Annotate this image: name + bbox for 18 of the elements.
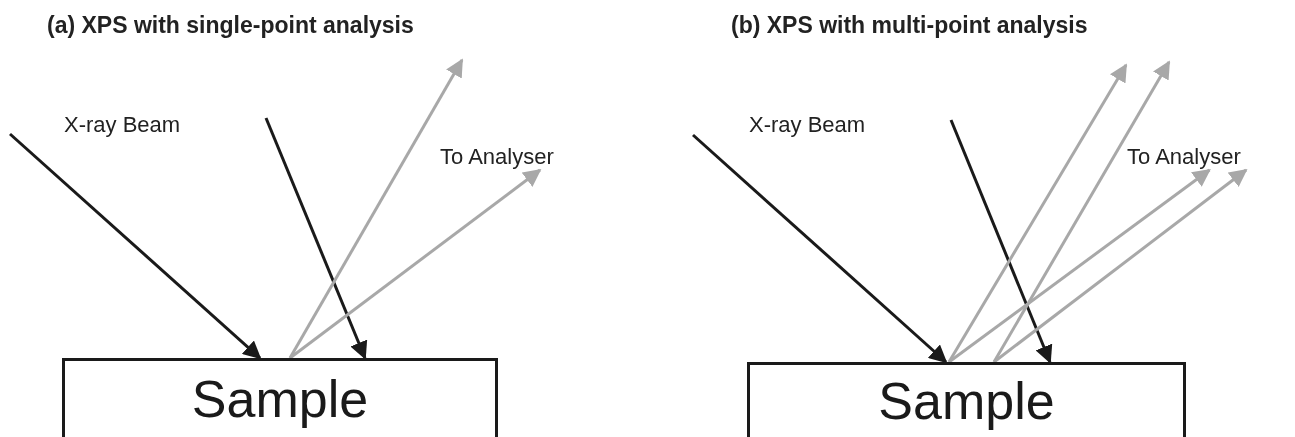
x-ray-beam-arrow	[949, 119, 1053, 364]
x-ray-beam-arrow	[692, 133, 948, 364]
beam-label: X-ray Beam	[749, 114, 866, 136]
sample-box	[62, 358, 498, 437]
panel-title: (b) XPS with multi-point analysis	[731, 14, 1088, 37]
emission-arrow	[992, 60, 1171, 363]
emission-arrow	[948, 168, 1211, 364]
analyser-label: To Analyser	[1127, 146, 1241, 168]
emission-arrow	[993, 168, 1248, 364]
sample-box	[747, 362, 1186, 437]
emission-arrow	[947, 63, 1128, 363]
analyser-label: To Analyser	[440, 146, 554, 168]
x-ray-beam-arrow	[9, 132, 262, 360]
emission-arrow	[289, 168, 542, 360]
x-ray-beam-arrow	[264, 117, 368, 360]
panel-title: (a) XPS with single-point analysis	[47, 14, 414, 37]
beam-label: X-ray Beam	[64, 114, 181, 136]
emission-arrow	[288, 58, 464, 359]
